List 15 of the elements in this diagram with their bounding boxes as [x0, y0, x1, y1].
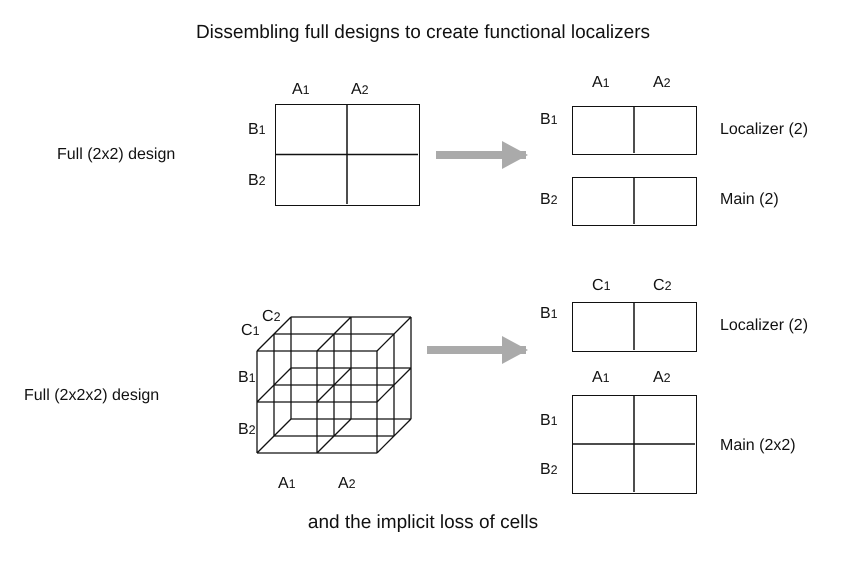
title: Dissembling full designs to create functional localizers	[194, 22, 652, 44]
grid-table	[572, 106, 697, 155]
grid-table	[572, 177, 697, 226]
design-label: Full (2x2x2) design	[24, 388, 160, 404]
grid-table	[572, 302, 697, 352]
grid-table	[275, 104, 420, 206]
grid-table	[572, 395, 697, 494]
arrow	[436, 141, 528, 169]
design-label: Main (2)	[720, 192, 779, 208]
design-label: Full (2x2) design	[57, 147, 176, 163]
design-label: Localizer (2)	[720, 122, 808, 138]
design-label: Localizer (2)	[720, 318, 808, 334]
arrow	[427, 336, 528, 364]
caption: and the implicit loss of cells	[306, 512, 540, 534]
design-label: Main (2x2)	[720, 438, 796, 454]
